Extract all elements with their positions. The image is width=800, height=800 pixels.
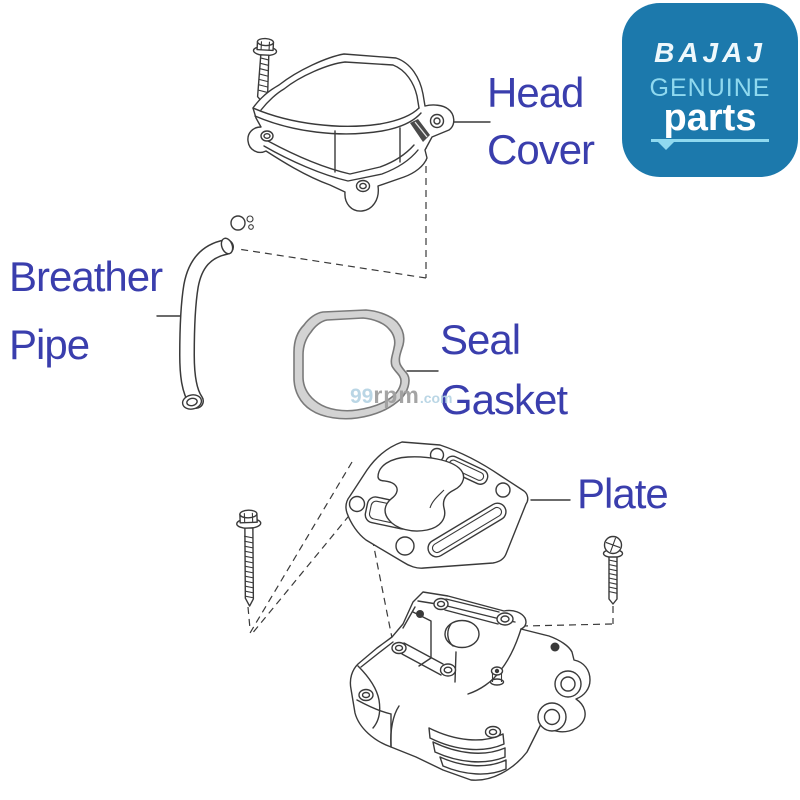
seal-gasket-label-line1: Seal [440,316,521,363]
watermark-name: rpm [373,382,420,408]
breather-pipe-label-line1: Breather [9,253,163,300]
head-cover-label-line1: Head [487,69,584,116]
plate-bolt-right-drawing [602,535,624,605]
breather-pipe-drawing [178,237,234,410]
plate-bolt-left-drawing [236,509,262,607]
breather-pipe-label-line2: Pipe [9,321,90,368]
plate-drawing [345,441,529,569]
badge-genuine-text: GENUINE [649,74,771,102]
plate-label: Plate [577,465,669,522]
plate-label-line1: Plate [577,470,669,517]
watermark-tld: .com [419,390,453,406]
head-cover-bolt-drawing [252,37,278,103]
watermark-num: 99 [350,385,374,408]
head-cover-label-line2: Cover [487,126,595,173]
breather-clip-drawing [230,215,254,231]
cylinder-head-drawing [349,591,591,781]
badge-brand-text: BAJAJ [654,37,766,68]
head-cover-drawing [247,53,455,212]
seal-gasket-drawing [293,309,410,420]
badge-parts-text: parts [663,97,757,139]
badge-underline-arrow-icon [651,139,769,150]
seal-gasket-label-line2: Gasket [440,376,568,423]
bajaj-genuine-parts-badge: BAJAJ GENUINE parts [622,3,798,177]
